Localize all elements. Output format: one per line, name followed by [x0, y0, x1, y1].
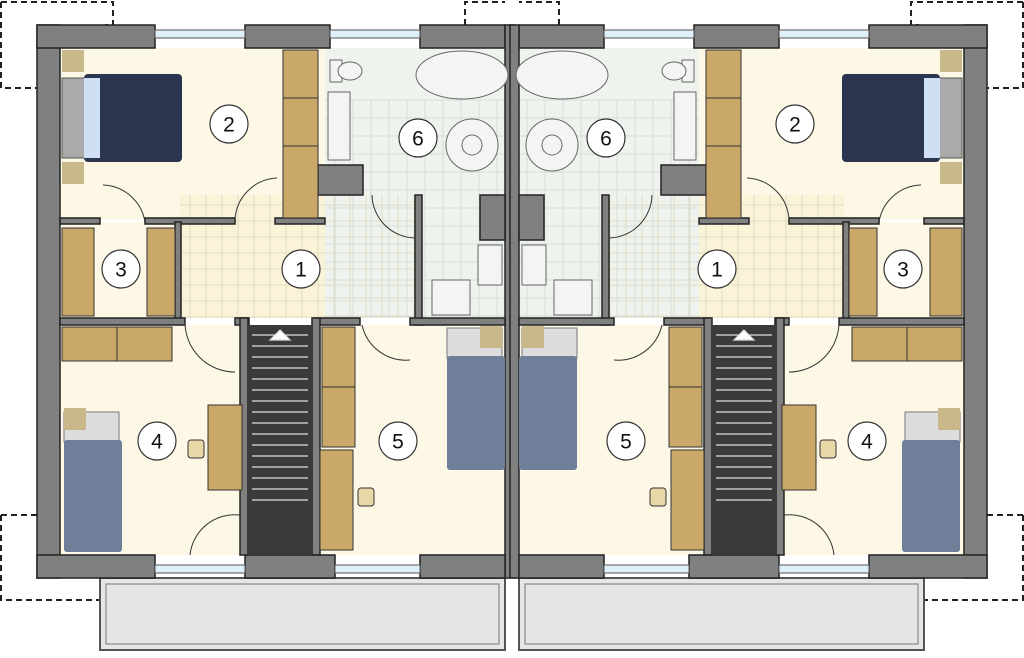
single-bed	[63, 408, 122, 552]
room-number: 1	[295, 259, 307, 282]
room-label-circle	[398, 118, 438, 158]
staircase	[712, 325, 776, 555]
room-number: 1	[711, 259, 723, 282]
room-label-circle	[137, 421, 177, 461]
room-number: 2	[223, 114, 235, 137]
room-label-2: 2	[775, 104, 815, 144]
room-number: 3	[115, 259, 127, 282]
room-number: 5	[620, 431, 632, 454]
room-label-circle	[281, 249, 321, 289]
wardrobes	[668, 49, 963, 551]
room-number: 4	[151, 431, 163, 454]
room-label-1: 1	[281, 249, 321, 289]
room-label-1: 1	[697, 249, 737, 289]
unit-left	[0, 1, 515, 651]
dashed-outline	[0, 514, 105, 601]
room-label-3: 3	[101, 249, 141, 289]
double-bed	[842, 50, 963, 184]
doors	[102, 177, 416, 556]
room-label-circle	[847, 421, 887, 461]
single-bed	[519, 326, 578, 470]
room-label-4: 4	[137, 421, 177, 461]
room-label-3: 3	[883, 249, 923, 289]
room-label-circle	[209, 104, 249, 144]
room-label-6: 6	[398, 118, 438, 158]
bathroom-fixtures	[515, 50, 697, 316]
room-number: 2	[789, 114, 801, 137]
doors	[608, 177, 922, 556]
room-label-circle	[606, 421, 646, 461]
room-label-5: 5	[378, 421, 418, 461]
room-number: 5	[392, 431, 404, 454]
windows	[154, 29, 421, 574]
room-label-2: 2	[209, 104, 249, 144]
chairs	[187, 439, 375, 507]
room-number: 6	[600, 128, 612, 151]
staircase	[248, 325, 312, 555]
room-label-circle	[101, 249, 141, 289]
wardrobes	[61, 49, 356, 551]
room-number: 6	[412, 128, 424, 151]
single-bed	[446, 326, 505, 470]
double-bed	[61, 50, 182, 184]
balcony	[518, 577, 925, 651]
dashed-outline	[0, 1, 114, 89]
room-label-circle	[775, 104, 815, 144]
chairs	[649, 439, 837, 507]
bathroom-fixtures	[327, 50, 509, 316]
unit-right	[509, 1, 1024, 651]
single-bed	[902, 408, 961, 552]
room-label-4: 4	[847, 421, 887, 461]
balcony	[99, 577, 506, 651]
room-label-circle	[586, 118, 626, 158]
room-label-6: 6	[586, 118, 626, 158]
walls	[509, 24, 988, 579]
room-label-circle	[883, 249, 923, 289]
room-label-circle	[697, 249, 737, 289]
room-label-circle	[378, 421, 418, 461]
dashed-outline	[919, 514, 1024, 601]
room-number: 4	[861, 431, 873, 454]
dashed-outline	[910, 1, 1024, 89]
room-labels: 1 1 2 2 3 3 4 4 5 5 6 6	[101, 104, 923, 461]
room-label-5: 5	[606, 421, 646, 461]
room-number: 3	[897, 259, 909, 282]
windows	[603, 29, 870, 574]
